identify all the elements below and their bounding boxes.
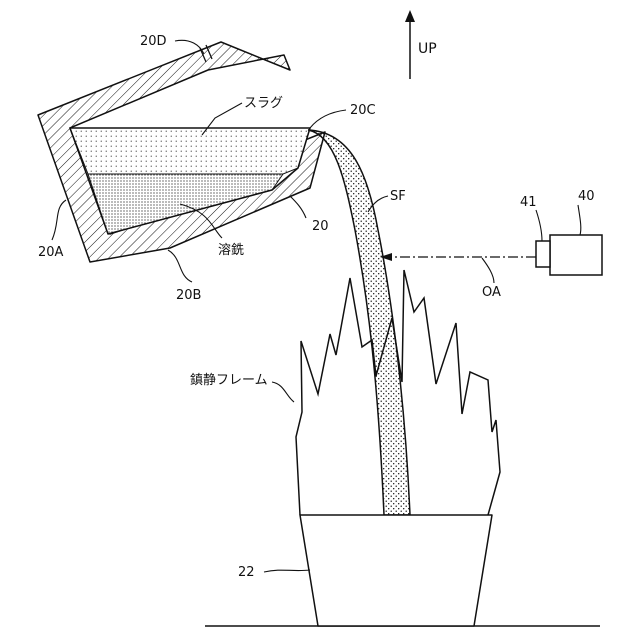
camera-body [550,235,602,275]
label-20B: 20B [176,288,201,303]
leader-20B [168,250,192,282]
slag-layer [70,128,310,174]
label-flame: 鎮静フレーム [190,372,268,388]
receiving-vessel [300,515,492,626]
camera-lens [536,241,550,267]
label-OA: OA [482,285,501,300]
leader-20 [290,196,306,218]
molten-stream [308,130,410,515]
label-20C: 20C [350,103,376,118]
label-20A: 20A [38,245,64,260]
label-22: 22 [238,565,255,580]
up-label: UP [418,41,437,57]
label-20: 20 [312,219,329,234]
leader-OA [482,258,494,283]
leader-20A [52,200,66,240]
label-20D: 20D [140,34,167,49]
leader-20C [310,110,346,128]
label-41: 41 [520,195,537,210]
label-slag: スラグ [244,96,283,111]
leader-flame [272,382,294,402]
leader-41 [536,210,542,241]
leader-40 [578,205,581,235]
label-40: 40 [578,189,595,204]
label-SF: SF [390,189,406,204]
leader-22 [264,570,310,572]
label-hot-metal: 溶銑 [218,242,244,258]
up-arrow-icon [405,10,415,79]
